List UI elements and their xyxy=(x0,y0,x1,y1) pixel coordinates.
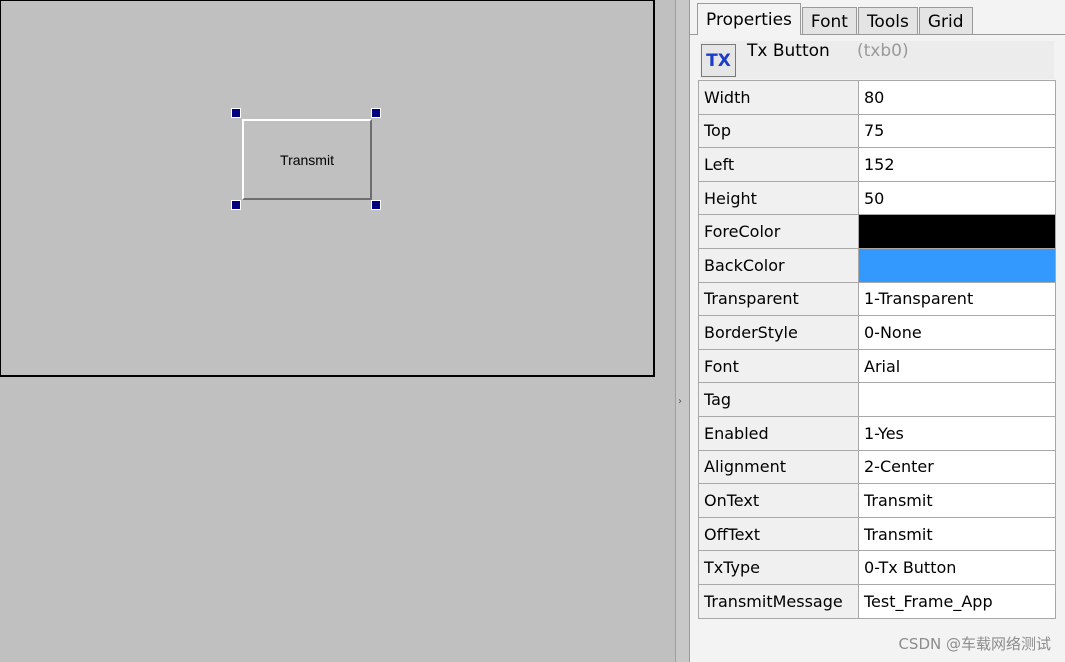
property-name: BorderStyle xyxy=(698,315,859,350)
property-value[interactable]: 0-Tx Button xyxy=(858,550,1056,585)
resize-handle-top-left[interactable] xyxy=(231,108,241,118)
property-value[interactable]: 1-Transparent xyxy=(858,281,1056,317)
watermark: CSDN @车载网络测试 xyxy=(898,635,1051,653)
property-name: BackColor xyxy=(698,247,859,283)
property-name: Width xyxy=(698,80,859,115)
tab-font[interactable]: Font xyxy=(801,7,857,35)
properties-panel: Properties Font Tools Grid TX Tx Button … xyxy=(689,0,1065,662)
property-name: Enabled xyxy=(698,415,859,451)
property-color-value[interactable] xyxy=(858,247,1056,283)
property-name: Font xyxy=(698,348,859,384)
panel-splitter[interactable]: › xyxy=(675,0,690,662)
property-value[interactable]: 75 xyxy=(858,113,1056,149)
property-name: ForeColor xyxy=(698,214,859,249)
splitter-grip-icon[interactable]: › xyxy=(678,396,682,407)
tab-divider xyxy=(690,34,1065,35)
resize-handle-top-right[interactable] xyxy=(371,108,381,118)
property-name: Alignment xyxy=(698,449,859,485)
property-name: Height xyxy=(698,180,859,216)
property-row[interactable]: Tag xyxy=(698,382,1056,417)
property-value[interactable]: 2-Center xyxy=(858,449,1056,485)
property-name: Tag xyxy=(698,382,859,417)
property-value[interactable]: 50 xyxy=(858,180,1056,216)
property-value[interactable]: 1-Yes xyxy=(858,415,1056,451)
property-name: Left xyxy=(698,147,859,182)
property-value[interactable]: 152 xyxy=(858,147,1056,182)
tab-grid[interactable]: Grid xyxy=(918,7,973,35)
property-name: Transparent xyxy=(698,281,859,317)
property-value[interactable]: Arial xyxy=(858,348,1056,384)
property-value[interactable]: Transmit xyxy=(858,516,1056,552)
resize-handle-bottom-right[interactable] xyxy=(371,200,381,210)
resize-handle-bottom-left[interactable] xyxy=(231,200,241,210)
property-row[interactable]: BackColor xyxy=(698,247,1056,283)
property-name: TxType xyxy=(698,550,859,585)
tx-button[interactable]: Transmit xyxy=(242,119,372,200)
panel-tabs: Properties Font Tools Grid xyxy=(697,3,974,35)
component-name: Tx Button xyxy=(747,41,830,61)
property-value[interactable]: Test_Frame_App xyxy=(858,583,1056,619)
tab-properties[interactable]: Properties xyxy=(697,3,801,35)
property-name: TransmitMessage xyxy=(698,583,859,619)
property-name: Top xyxy=(698,113,859,149)
property-name: OffText xyxy=(698,516,859,552)
property-color-value[interactable] xyxy=(858,214,1056,249)
property-value[interactable]: 80 xyxy=(858,80,1056,115)
component-id: (txb0) xyxy=(857,41,909,61)
designer-canvas[interactable]: Transmit xyxy=(0,0,675,662)
tab-tools[interactable]: Tools xyxy=(857,7,918,35)
property-value[interactable] xyxy=(858,382,1056,417)
property-value[interactable]: Transmit xyxy=(858,483,1056,518)
property-value[interactable]: 0-None xyxy=(858,315,1056,350)
component-header: TX Tx Button (txb0) xyxy=(700,41,1054,79)
tx-button-icon: TX xyxy=(701,44,736,77)
property-row[interactable]: ForeColor xyxy=(698,214,1056,249)
property-name: OnText xyxy=(698,483,859,518)
